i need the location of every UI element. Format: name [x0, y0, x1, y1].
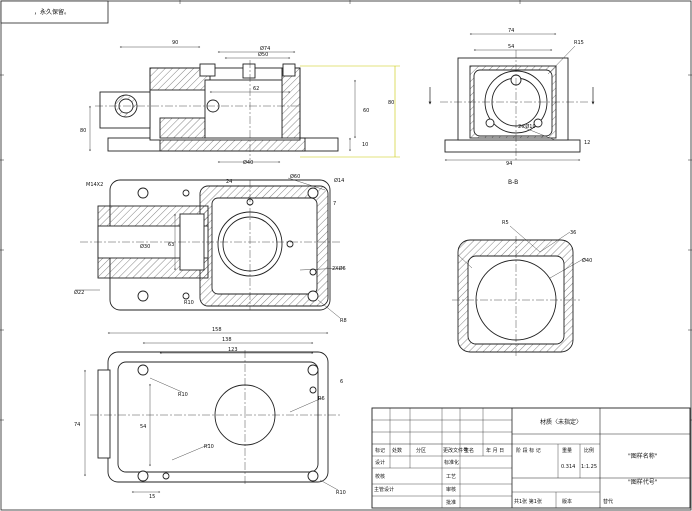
bottom-view	[84, 332, 340, 493]
side-dim-bottom: 12	[584, 140, 590, 146]
side-callout-holes: 2×Ø10	[518, 123, 536, 130]
note-box: ，永久保留。	[0, 0, 109, 24]
bottom-r10c: R10	[336, 490, 346, 496]
plan-r8: R8	[340, 318, 347, 324]
plan-thread: M14X2	[86, 182, 103, 188]
plan-dim-63: 63	[168, 242, 174, 248]
front-dim-90: 90	[172, 40, 178, 46]
front-dim-62: 62	[253, 86, 259, 92]
title-block-text: 材质〈未指定〉 阶 段 标 记 重量 比例 0.314 1:1.25 "图样名称…	[374, 418, 658, 506]
plan-view-labels: M14X2 24 Ø14 7 Ø30 63 Ø22 Ø60 2XØ6 R8 R1…	[74, 173, 347, 324]
tb-row-count: 处数	[392, 447, 402, 454]
detail-view-labels: R5 36 Ø40	[502, 220, 592, 264]
front-dim-60: 60	[363, 108, 369, 114]
tb-row-zone: 分区	[416, 447, 426, 454]
section-label: B-B	[508, 179, 518, 186]
bottom-dim-138: 138	[222, 337, 232, 343]
tb-material: 材质〈未指定〉	[540, 418, 582, 426]
bottom-dim-123: 123	[228, 347, 238, 353]
bottom-dim-158: 158	[212, 327, 222, 333]
front-dim-10: 10	[362, 142, 368, 148]
bottom-dim-54: 54	[140, 424, 146, 430]
note-text: ，永久保留。	[34, 8, 70, 16]
side-dim-94: 94	[506, 161, 512, 167]
plan-dim-14: Ø14	[334, 177, 344, 184]
tb-row-design: 设计	[375, 459, 385, 466]
bottom-dim-74: 74	[74, 422, 80, 428]
tb-row-standardize: 标准化	[444, 459, 459, 466]
tb-part-name: "图样名称"	[628, 452, 658, 460]
detail-callout-2: 36	[570, 230, 576, 236]
tb-row-approve: 批准	[446, 499, 456, 506]
front-dim-40: Ø40	[243, 159, 253, 166]
tb-scale: 比例	[584, 447, 594, 454]
tb-row-process: 工艺	[446, 474, 456, 480]
tb-row-sign: 签名	[464, 447, 474, 454]
tb-scale-value: 1:1.25	[581, 464, 597, 470]
plan-dim-7: 7	[333, 201, 336, 207]
tb-stage-mark: 阶 段 标 记	[516, 447, 541, 454]
plan-dim-24: 24	[226, 179, 232, 185]
plan-holes: 2XØ6	[332, 265, 346, 272]
tb-row-chief: 主管设计	[374, 486, 394, 493]
tb-replace: 替代	[603, 498, 613, 505]
bottom-view-labels: 158 138 123 74 54 R10 R10 R10 R6 15 6	[74, 327, 346, 500]
side-dim-54: 54	[508, 44, 514, 50]
plan-view	[75, 177, 346, 319]
detail-view	[452, 225, 586, 356]
plan-dim-60: Ø60	[290, 173, 300, 180]
bottom-dim-6: 6	[340, 379, 343, 385]
tb-sheets: 共1张 第1张	[514, 498, 542, 505]
tb-row-change-doc: 更改文件号	[443, 447, 468, 454]
tb-weight-value: 0.314	[561, 464, 575, 470]
front-dim-50: Ø50	[258, 51, 268, 58]
tb-weight: 重量	[562, 447, 572, 454]
bottom-dim-15: 15	[149, 494, 155, 500]
bottom-r10b: R10	[204, 444, 214, 450]
side-view-labels: 74 54 94 R15 2×Ø10 12 B-B	[506, 28, 590, 186]
tb-row-date: 年 月 日	[486, 447, 504, 454]
plan-r10: R10	[184, 300, 194, 306]
detail-callout-3: Ø40	[582, 257, 592, 264]
title-block	[371, 407, 691, 509]
bottom-r10a: R10	[178, 392, 188, 398]
front-view-labels: 90 Ø74 Ø50 62 60 80 10 80 Ø40	[80, 40, 394, 166]
side-callout-r15: R15	[574, 40, 584, 46]
tb-row-review: 审核	[446, 486, 456, 493]
front-dim-74: Ø74	[260, 45, 270, 52]
front-dim-left-80: 80	[80, 128, 86, 134]
front-dim-80: 80	[388, 100, 394, 106]
tb-part-code: "图样代号"	[628, 478, 658, 486]
side-view	[428, 33, 595, 161]
detail-callout-1: R5	[502, 220, 509, 226]
front-view-dims	[89, 46, 356, 163]
tb-row-check: 校核	[375, 473, 385, 480]
plan-dim-22: Ø22	[74, 289, 84, 296]
bottom-r6: R6	[318, 396, 325, 402]
plan-dim-30: Ø30	[140, 243, 150, 250]
side-dim-74: 74	[508, 28, 514, 34]
front-view	[95, 60, 400, 160]
tb-row-marks: 标记	[375, 447, 385, 454]
tb-version: 版本	[562, 498, 572, 505]
